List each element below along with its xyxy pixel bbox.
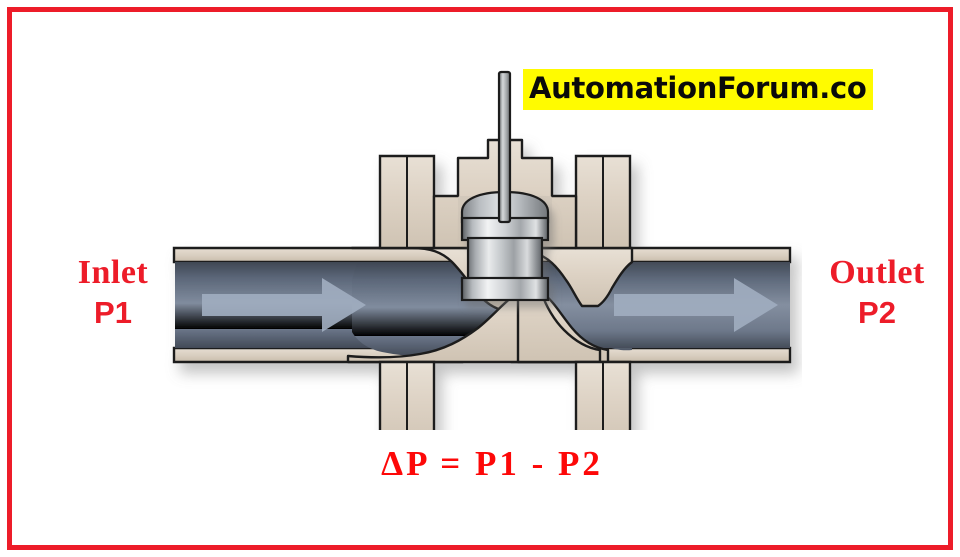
inlet-pipe-top-wall [172,246,464,264]
valve-plug-lower-band [460,276,550,302]
watermark-automationforum: AutomationForum.co [523,69,873,110]
valve-plug-group [460,190,550,302]
inlet-label-title: Inlet [77,254,149,291]
red-page-border: AutomationForum.co Inlet P1 Outlet P2 ΔP… [7,7,953,550]
pressure-drop-formula: ΔP = P1 - P2 [381,444,603,483]
inlet-flow-arrow [202,278,366,332]
outlet-label: Outlet P2 [802,255,952,329]
valve-body-upper-right-wedge [530,246,634,308]
valve-stem [497,70,512,224]
outlet-label-title: Outlet [829,254,925,291]
outlet-label-pressure: P2 [858,294,896,330]
inlet-label-pressure: P1 [94,294,132,330]
inlet-label: Inlet P1 [48,255,178,329]
valve-diagram [162,40,802,430]
outlet-flow-arrow [614,278,778,332]
valve-plug-barrel [466,236,544,284]
